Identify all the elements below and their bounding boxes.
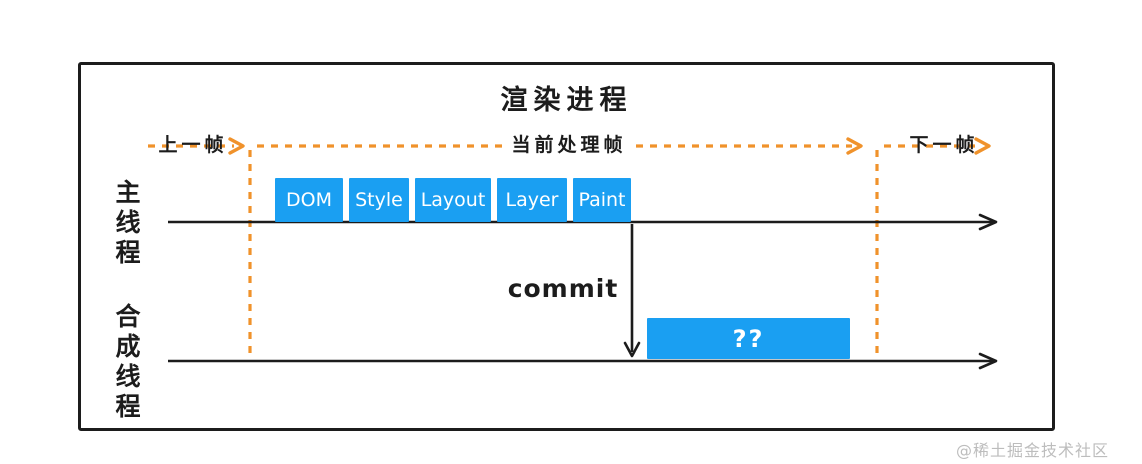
main-thread-label: 主线程: [112, 179, 141, 269]
stage-box-dom: DOM: [275, 178, 343, 222]
main-thread-arrowhead-icon: [978, 213, 998, 231]
watermark-text: @稀土掘金技术社区: [956, 441, 1110, 460]
stage-box-style: Style: [349, 178, 409, 222]
frame-label-previous: 上一帧: [158, 134, 228, 156]
current-frame-arrowhead-icon: [846, 137, 863, 155]
prev-frame-arrowhead-icon: [228, 137, 245, 155]
next-frame-arrowhead-icon: [974, 137, 991, 155]
stage-box-paint: Paint: [573, 178, 631, 222]
compositor-thread-label: 合成线程: [112, 303, 141, 423]
compositor-task-box: ??: [647, 318, 850, 359]
main-thread-stage-row: DOM Style Layout Layer Paint: [275, 178, 631, 222]
commit-label: commit: [507, 274, 619, 303]
stage-box-layer: Layer: [497, 178, 567, 222]
stage-box-layout: Layout: [415, 178, 491, 222]
frame-label-current: 当前处理帧: [503, 131, 635, 159]
compositor-thread-arrowhead-icon: [978, 352, 998, 370]
frame-label-next: 下一帧: [909, 134, 979, 156]
diagram-title: 渲染进程: [500, 85, 633, 116]
commit-arrowhead-icon: [623, 341, 641, 358]
